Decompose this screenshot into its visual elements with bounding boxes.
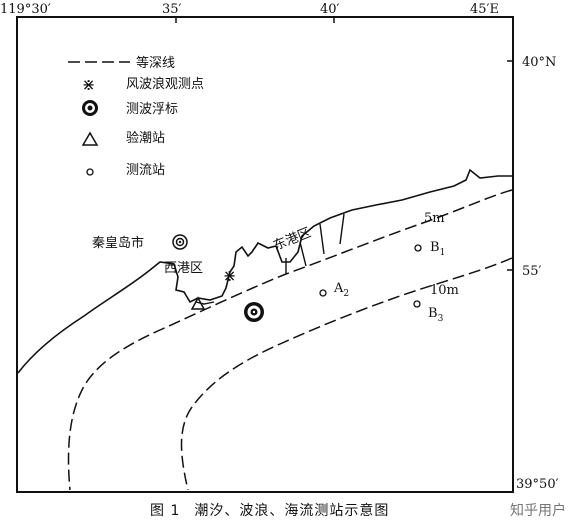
label-a2-main: A: [333, 281, 344, 296]
label-b3-main: B: [428, 306, 438, 321]
wave-buoy-marker: [244, 302, 264, 322]
coord-right-55: 55′: [522, 264, 542, 279]
coord-right-40n: 40°N: [522, 55, 556, 70]
label-city: 秦皇岛市: [92, 235, 144, 251]
isobath-5m: [67, 189, 513, 491]
label-a2-sub: 2: [343, 289, 349, 299]
coastline: [17, 168, 512, 374]
right-ticks: [507, 60, 513, 271]
wave-buoy-icon: [82, 100, 98, 116]
tide-station-marker: [190, 296, 206, 310]
city-icon: [172, 234, 188, 250]
current-station-icon: [86, 168, 94, 176]
current-station-b1: [414, 244, 422, 252]
label-b1-sub: 1: [440, 248, 446, 258]
label-b1: B1: [430, 240, 445, 258]
figure-title: 潮汐、波浪、海流测站示意图: [194, 503, 390, 519]
figure-number: 图 1: [150, 503, 181, 519]
legend: 等深线 ⋇ 风波浪观测点 测波浮标 验潮站 测流站: [68, 55, 204, 178]
wave-station-marker: ⋇: [223, 266, 236, 285]
legend-current-station-label: 测流站: [126, 163, 165, 178]
legend-wave-buoy-label: 测波浮标: [126, 102, 178, 117]
coord-top-left: 119°30′: [0, 2, 51, 17]
jetties: [195, 213, 345, 305]
watermark: 知乎用户: [510, 503, 566, 519]
legend-wave-station-label: 风波浪观测点: [126, 77, 204, 92]
isobath-10m: [180, 257, 513, 491]
label-b3-sub: 3: [438, 314, 444, 324]
coord-right-bottom: 39°50′: [516, 477, 559, 492]
label-east-port: 东港区: [271, 225, 313, 254]
current-station-b3: [413, 300, 421, 308]
coord-top-right: 45′E: [470, 2, 499, 17]
figure-caption: 图 1 潮汐、波浪、海流测站示意图: [150, 500, 389, 520]
legend-tide-station-label: 验潮站: [126, 130, 165, 146]
current-station-a2: [319, 289, 327, 297]
label-5m: 5m: [424, 211, 445, 226]
legend-isobath-label: 等深线: [136, 55, 175, 71]
tide-station-icon: [81, 131, 99, 146]
label-10m: 10m: [430, 283, 459, 298]
map-frame: [16, 16, 514, 493]
label-b1-main: B: [430, 240, 440, 255]
label-west-port: 西港区: [164, 261, 203, 276]
coord-top-35: 35′: [162, 2, 182, 17]
coord-top-40: 40′: [320, 2, 340, 17]
top-ticks: [175, 17, 335, 23]
wave-station-icon: ⋇: [82, 75, 95, 94]
label-b3: B3: [428, 306, 444, 324]
label-a2: A2: [333, 281, 349, 299]
